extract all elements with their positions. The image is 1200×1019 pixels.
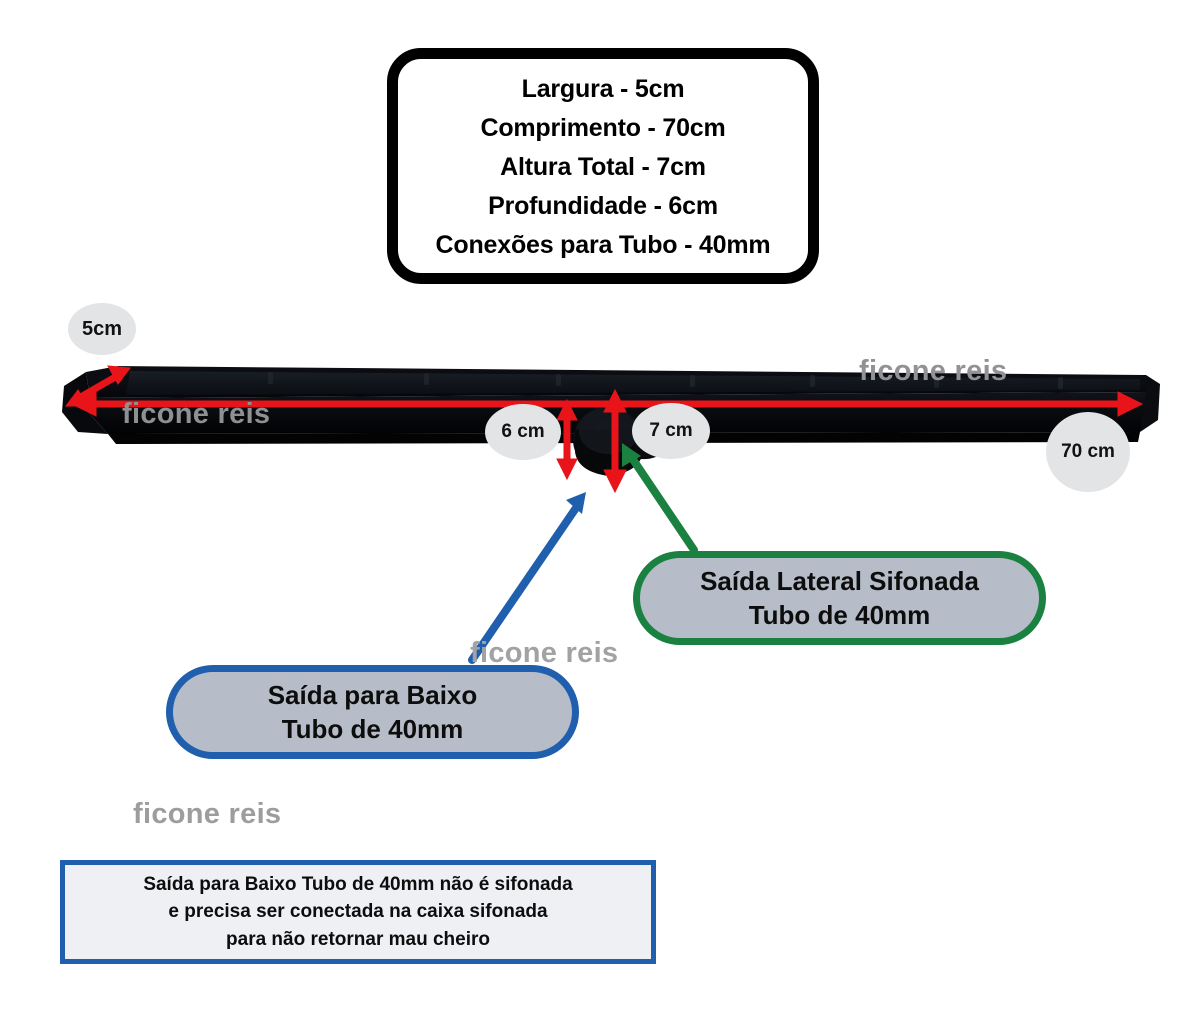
watermark-center: ficone reis [470,637,619,669]
measurement-bubble-width: 5cm [68,303,136,355]
warning-line-2: e precisa ser conectada na caixa sifonad… [168,901,548,923]
side-outlet-leader-arrow [622,443,698,554]
callout-side-outlet-line1: Saída Lateral Sifonada [700,565,979,596]
bottom-outlet-leader-arrow [468,492,586,664]
measurement-bubble-height: 7 cm [632,403,710,459]
warning-line-1: Saída para Baixo Tubo de 40mm não é sifo… [143,873,573,895]
spec-line-total-height: Altura Total - 7cm [500,152,706,181]
spec-line-length: Comprimento - 70cm [480,113,726,142]
callout-side-outlet-line2: Tubo de 40mm [748,600,931,630]
spec-line-depth: Profundidade - 6cm [488,191,718,220]
warning-box: Saída para Baixo Tubo de 40mm não é sifo… [60,860,656,964]
watermark-bottom: ficone reis [133,798,282,830]
measurement-bubble-depth: 6 cm [485,404,561,460]
callout-bottom-outlet-line1: Saída para Baixo [267,679,478,710]
warning-line-3: para não retornar mau cheiro [226,928,490,950]
measurement-bubble-length: 70 cm [1046,412,1130,492]
spec-line-width: Largura - 5cm [521,74,685,103]
callout-side-outlet: Saída Lateral Sifonada Tubo de 40mm [633,551,1046,645]
spec-line-pipe-connections: Conexões para Tubo - 40mm [435,230,771,259]
watermark-right: ficone reis [859,355,1008,387]
specifications-box: Largura - 5cm Comprimento - 70cm Altura … [387,48,819,284]
watermark-left: ficone reis [122,398,271,430]
callout-bottom-outlet-line2: Tubo de 40mm [281,714,464,744]
callout-bottom-outlet: Saída para Baixo Tubo de 40mm [166,665,579,759]
